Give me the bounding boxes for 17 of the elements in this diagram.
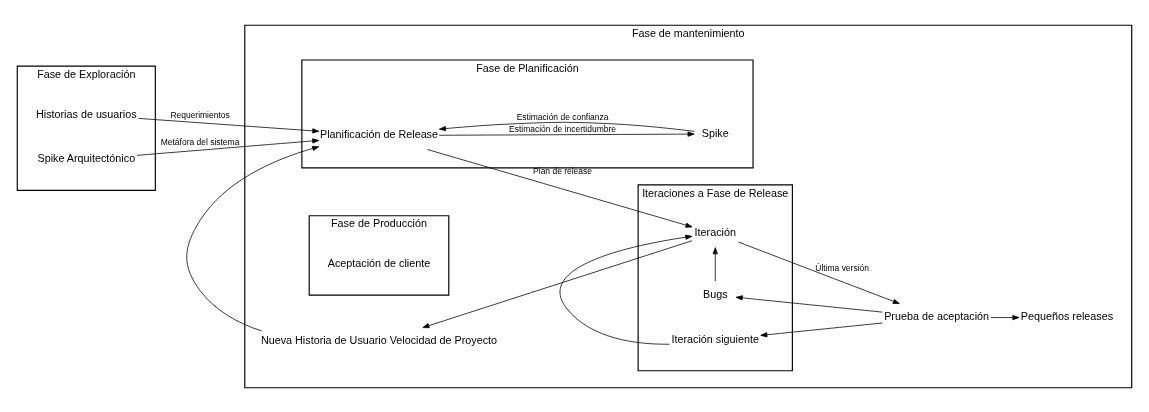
node-text: Planificación de Release	[319, 127, 439, 140]
edge-label: Estimación de incertidumbre	[509, 123, 616, 134]
edge-label: Requerimientos	[170, 109, 230, 120]
node-text: Iteración siguiente	[671, 332, 760, 345]
edge-label: Estimación de confianza	[516, 111, 609, 122]
edge-label: Metáfora del sistema	[160, 136, 240, 147]
node-text: Bugs	[702, 287, 728, 300]
edge-label: Última versión	[815, 262, 869, 273]
node-text: Aceptación de cliente	[327, 256, 431, 269]
node-text: Pequeños releases	[1020, 309, 1114, 322]
node-text: Spike Arquitectónico	[37, 151, 136, 164]
node-text: Spike	[701, 126, 729, 139]
node-text: Prueba de aceptación	[884, 309, 990, 322]
node-text: Historias de usuarios	[35, 107, 137, 120]
node-text: Iteración	[694, 225, 736, 238]
node-text: Nueva Historia de Usuario Velocidad de Proyecto	[260, 333, 498, 346]
edge-label: Plan de release	[533, 165, 592, 176]
